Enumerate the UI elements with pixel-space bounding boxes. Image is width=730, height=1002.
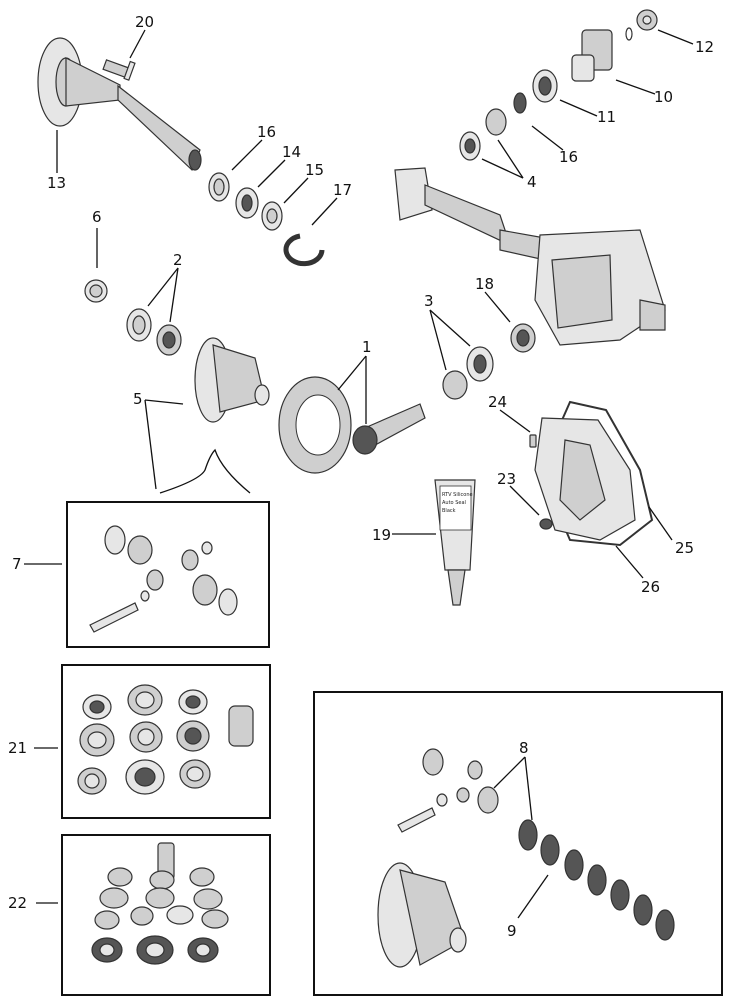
callout-18: 18	[475, 275, 494, 293]
cover-bolt-24	[529, 434, 537, 448]
carrier-bearings-3	[442, 346, 494, 400]
callout-6: 6	[92, 208, 102, 226]
callout-16-pinion: 16	[559, 148, 578, 166]
axle-seal-16	[208, 172, 230, 202]
carrier-bearings-2	[126, 308, 182, 356]
callout-16-shaft: 16	[257, 123, 276, 141]
callout-14: 14	[282, 143, 301, 161]
callout-labels: 1 2 3 4 5 6 7 8 9 10 11 12 13 14 15 16 1…	[8, 13, 714, 940]
leader-lines	[24, 29, 694, 919]
callout-12: 12	[695, 38, 714, 56]
callout-19: 19	[372, 526, 391, 544]
callout-20: 20	[135, 13, 154, 31]
diff-cover-26	[534, 417, 636, 541]
oil-slinger-16	[513, 92, 527, 114]
clutch-plates-9	[518, 819, 675, 941]
pinion-seal-18	[510, 323, 536, 353]
callout-4: 4	[527, 173, 537, 191]
tube-label-line3: Black	[442, 508, 456, 514]
pinion-yoke-10	[571, 29, 613, 82]
pinion-seal-11	[532, 69, 558, 103]
callout-11: 11	[597, 108, 616, 126]
spider-gear-kit-box	[66, 501, 270, 648]
pinion-nut-12	[625, 9, 658, 41]
axle-housing	[394, 167, 666, 346]
sealant-tube-19: RTV Silicone Auto Seal Black	[434, 479, 476, 606]
bracket-link	[159, 448, 251, 494]
callout-25: 25	[675, 539, 694, 557]
callout-8: 8	[519, 739, 529, 757]
callout-21: 21	[8, 739, 27, 757]
callout-22: 22	[8, 894, 27, 912]
callout-5: 5	[133, 390, 143, 408]
callout-2: 2	[173, 251, 183, 269]
ring-and-pinion-1	[278, 376, 426, 474]
callout-10: 10	[654, 88, 673, 106]
limited-slip-case	[377, 862, 467, 968]
bearing-retainer-15	[261, 201, 283, 231]
c-clip-17	[283, 233, 325, 267]
callout-1: 1	[362, 338, 372, 356]
tube-label-line2: Auto Seal	[442, 500, 466, 506]
differential-case-5	[194, 337, 270, 423]
callout-15: 15	[305, 161, 324, 179]
limited-slip-kit-box	[313, 691, 723, 996]
overhaul-kit-22	[91, 842, 229, 965]
limited-slip-gears-8	[397, 748, 499, 833]
wheel-stud	[102, 59, 136, 81]
bearing-kit-box	[61, 664, 271, 819]
fill-plug-23	[539, 518, 553, 530]
bearing-kit-21	[77, 684, 254, 795]
callout-3: 3	[424, 292, 434, 310]
axle-bearing-14	[235, 187, 259, 219]
callout-23: 23	[497, 470, 516, 488]
callout-24: 24	[488, 393, 507, 411]
callout-17: 17	[333, 181, 352, 199]
tube-label-line1: RTV Silicone	[442, 492, 473, 498]
callout-13: 13	[47, 174, 66, 192]
axle-shaft	[37, 37, 202, 172]
callout-26: 26	[641, 578, 660, 596]
overhaul-kit-box	[61, 834, 271, 996]
callout-7: 7	[12, 555, 22, 573]
callout-9: 9	[507, 922, 517, 940]
pinion-bearings-4	[459, 108, 507, 161]
spider-gear-kit-7	[89, 525, 238, 633]
spring-6	[84, 279, 108, 303]
